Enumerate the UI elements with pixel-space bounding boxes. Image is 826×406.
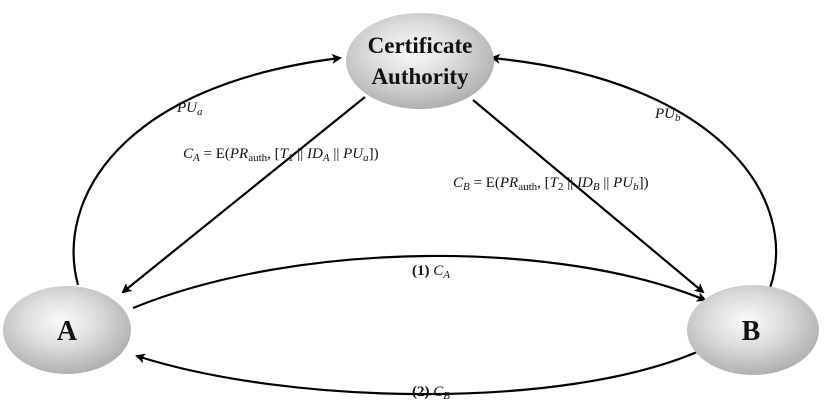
edge-a-to-b — [132, 254, 707, 310]
label-step-1: (1) CA — [412, 263, 450, 281]
node-a-label: A — [57, 316, 78, 347]
ca-label-line1: Certificate — [368, 33, 473, 58]
edge-a-to-ca — [72, 54, 342, 286]
label-pu-a: PUa — [176, 100, 203, 118]
node-certificate-authority: Certificate Authority — [346, 13, 494, 109]
node-b: B — [687, 285, 819, 375]
edge-b-to-ca — [490, 53, 778, 289]
edge-b-to-a — [135, 350, 698, 396]
label-cert-b: CB = E(PRauth, [T2 || IDB || PUb]) — [453, 175, 649, 193]
label-pu-b: PUb — [654, 106, 681, 124]
node-b-label: B — [742, 316, 761, 347]
node-a: A — [3, 286, 131, 374]
ca-label-line2: Authority — [371, 64, 469, 89]
edge-ca-to-a — [121, 96, 366, 294]
edge-ca-to-b — [472, 99, 705, 294]
label-cert-a: CA = E(PRauth, [T1 || IDA || PUa]) — [183, 146, 379, 164]
label-step-2: (2) CB — [412, 384, 450, 402]
